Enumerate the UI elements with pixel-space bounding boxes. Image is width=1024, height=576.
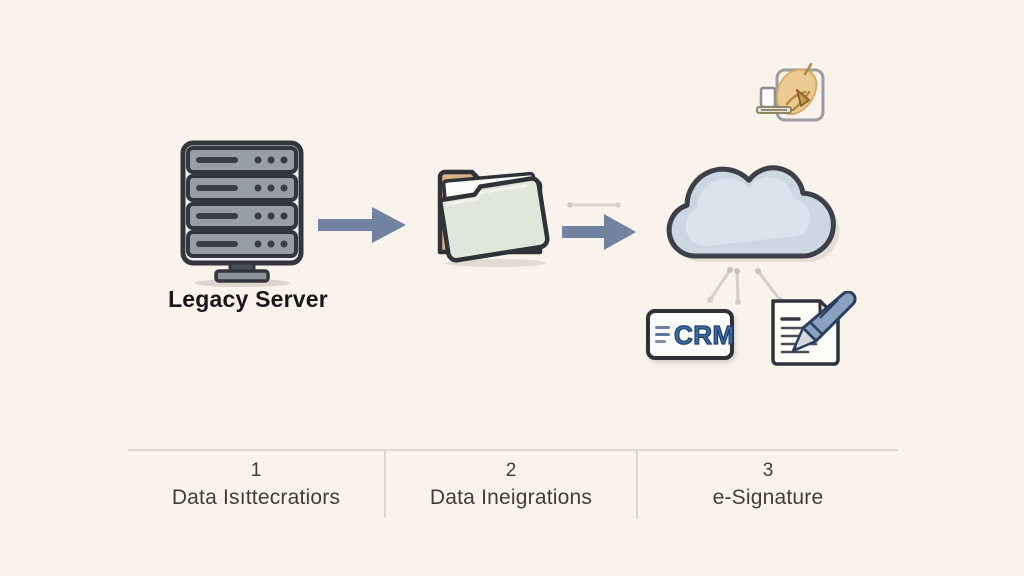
server-label: Legacy Server [168,286,328,312]
crm-text-lines [655,326,670,343]
step-label: Data Isıttecratiors [171,485,341,509]
server-rack-icon [180,140,304,287]
cloud-icon [666,165,840,263]
crm-badge: CRM [646,309,735,360]
step-number: 2 [505,460,517,481]
crm-label: CRM [673,319,735,350]
faint-connector-line [567,202,621,208]
step-label: Data Ineigrations [429,485,593,509]
step-number: 3 [762,460,774,481]
legend-step-3: 3 e-Signature [638,459,898,511]
folder-icon [437,169,550,267]
legend-step-2: 2 Data Ineigrations [386,459,636,511]
legend-step-1: 1 Data Isıttecratiors [128,459,384,511]
right-arrow-icon [318,207,406,243]
legend-vertical-divider-1 [384,451,386,517]
step-number: 1 [250,460,262,481]
step-label: e-Signature [712,485,824,509]
legend-vertical-divider-2 [636,451,638,519]
document-with-pen-icon [771,291,857,366]
right-arrow-icon [562,214,636,250]
legend-horizontal-divider [128,449,898,451]
hand-signing-laptop-icon [756,62,825,122]
